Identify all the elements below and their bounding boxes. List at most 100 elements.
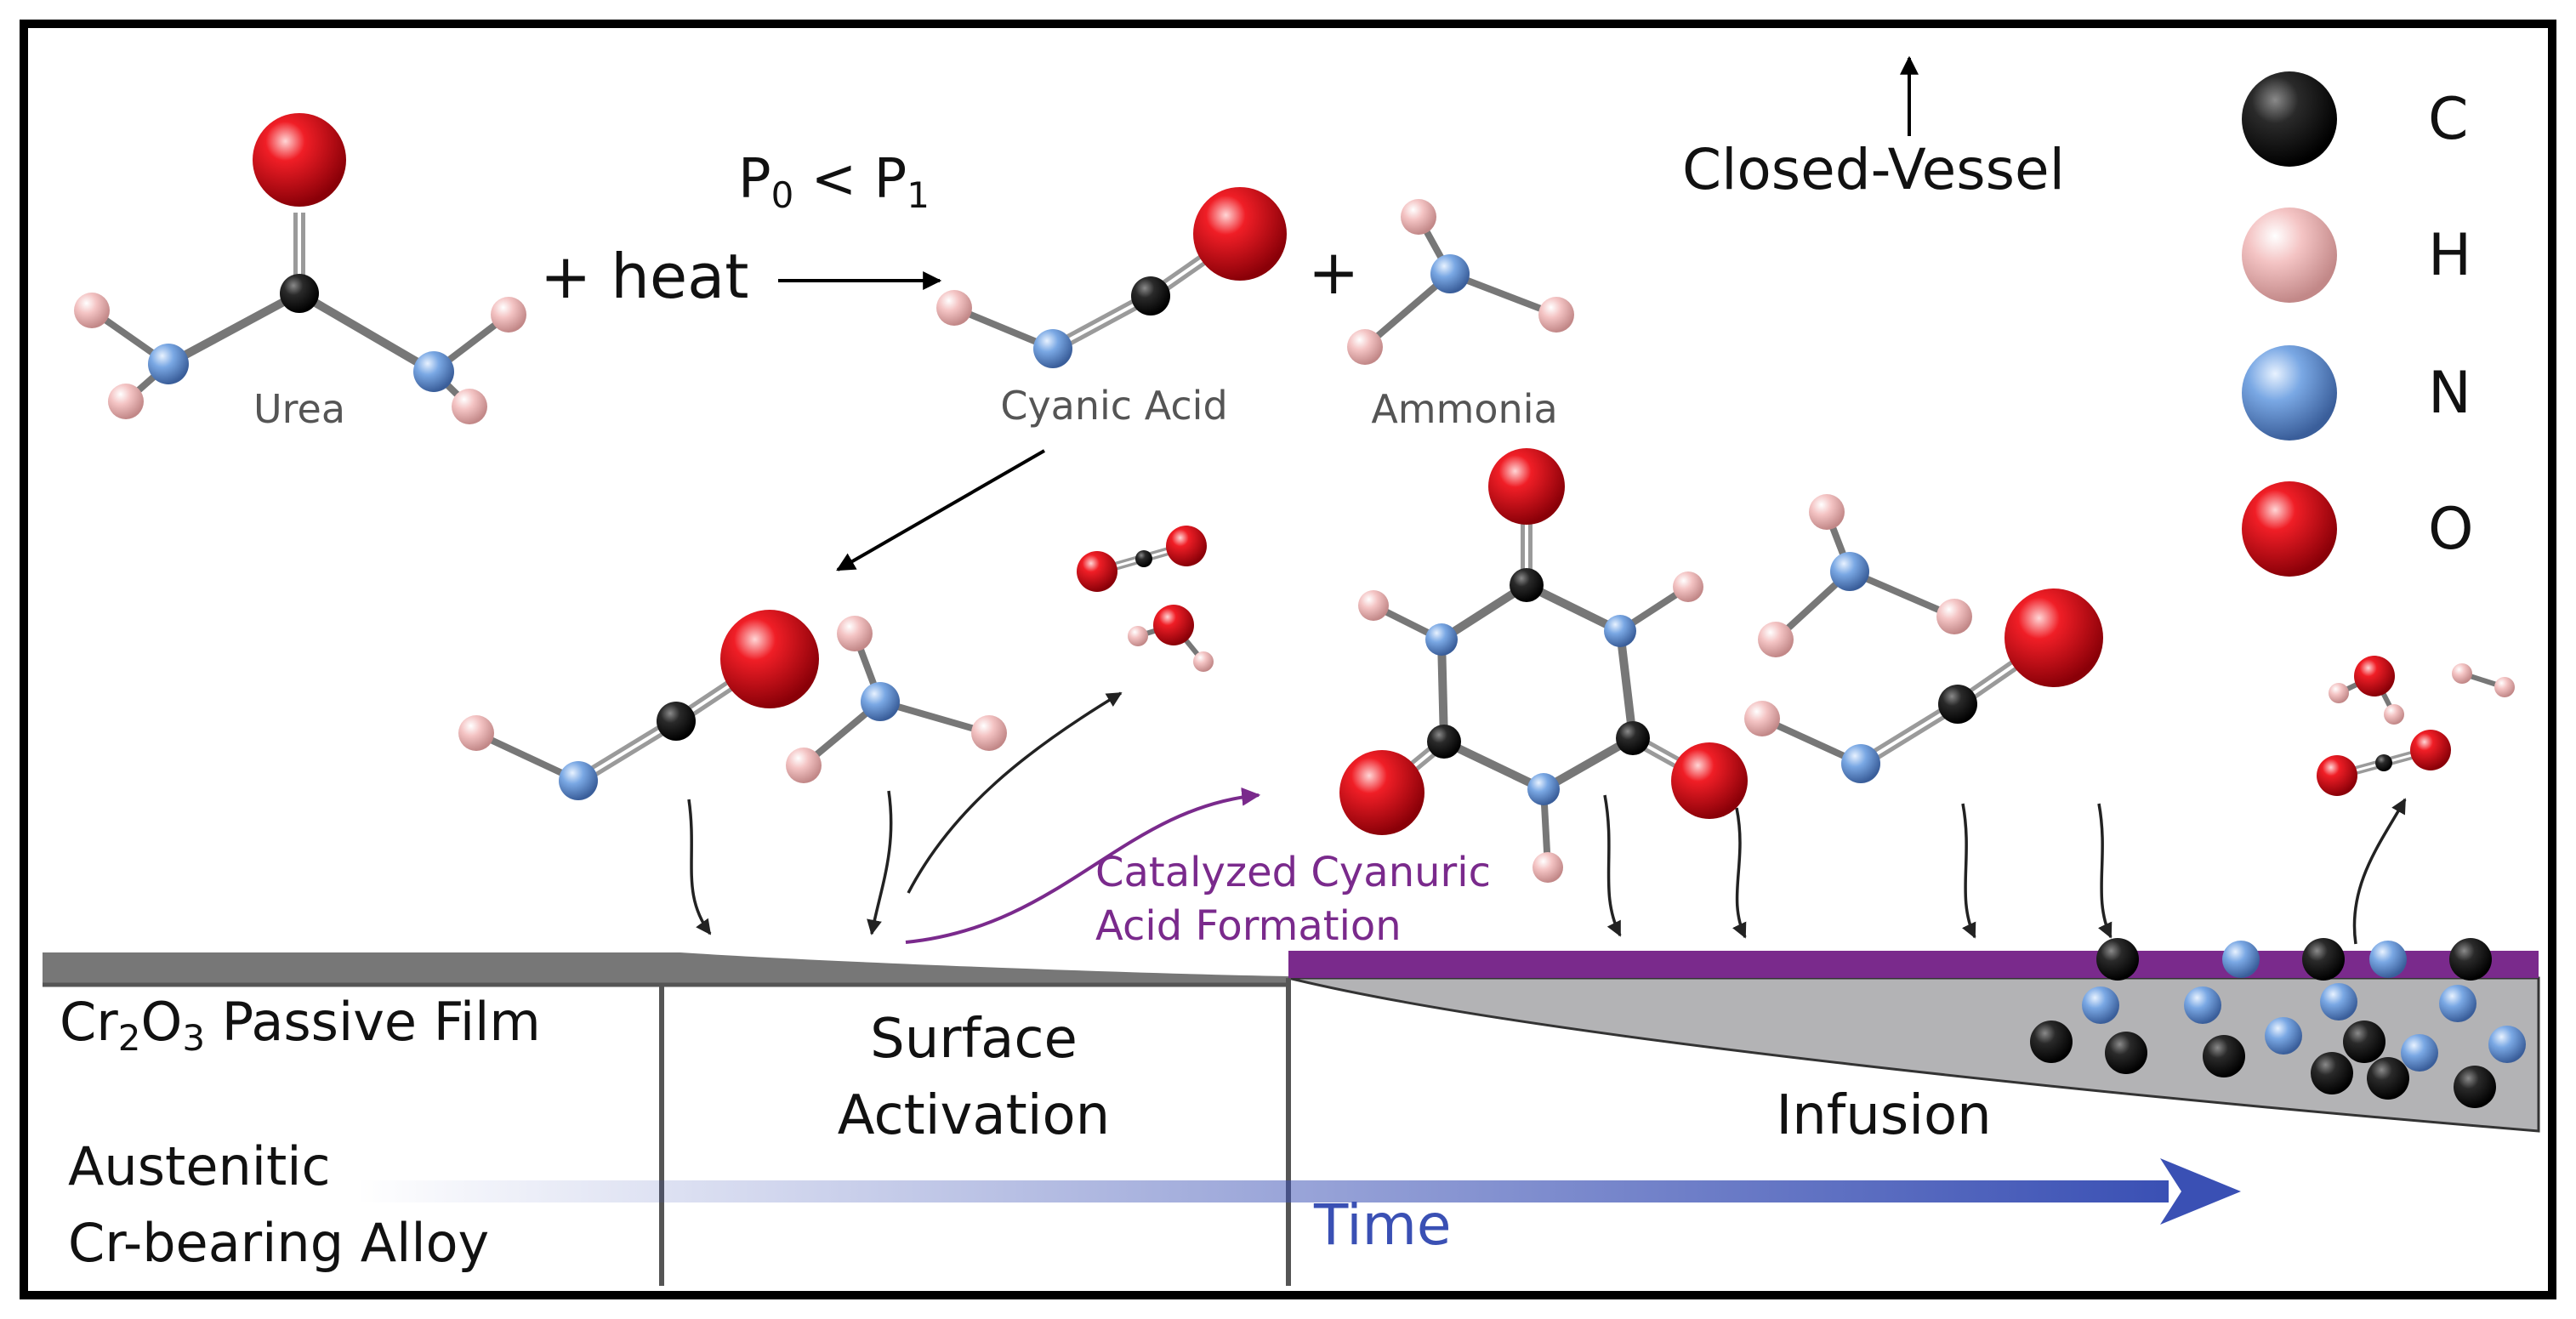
plus-label: + xyxy=(1308,236,1359,308)
interstitial-nitrogen-6 xyxy=(2401,1034,2438,1072)
activation-label-line1: Surface xyxy=(870,1008,1078,1071)
cyanic-acid-label: Cyanic Acid xyxy=(1000,383,1227,429)
surface-carbon-1 xyxy=(2096,938,2139,981)
cyanic2-nitrogen xyxy=(1841,744,1880,783)
ammonia-hydrogen-3 xyxy=(1538,297,1574,333)
cyanic1-carbon xyxy=(657,702,696,741)
cyanic1-nitrogen xyxy=(559,761,598,800)
cyanic1-oxygen xyxy=(720,610,819,708)
co2-2-oxygen-left xyxy=(2317,755,2357,796)
interstitial-carbon-2 xyxy=(2105,1032,2147,1074)
molecule-cyanuric-acid xyxy=(1339,448,1748,883)
ammonia2-hydrogen-3 xyxy=(1936,599,1972,634)
surface-nitrogen-2 xyxy=(2369,941,2407,978)
urea-hydrogen-2 xyxy=(108,384,144,419)
cyanuric-carbon-2 xyxy=(1616,721,1650,755)
co2-2-carbon xyxy=(2375,754,2392,771)
cyanuric-carbon-3 xyxy=(1427,725,1461,759)
molecule-cyanic-acid-surface-1 xyxy=(458,610,819,800)
surface-arrows xyxy=(687,691,2407,945)
ammonia2-nitrogen xyxy=(1830,552,1869,591)
alloy-label-line2: Cr-bearing Alloy xyxy=(68,1212,489,1274)
interstitial-carbon-5 xyxy=(2311,1052,2353,1094)
molecule-cyanic-acid-surface-2 xyxy=(1744,588,2103,783)
ammonia1-hydrogen-1 xyxy=(837,616,873,651)
molecule-co2-1 xyxy=(1077,526,1207,592)
co2-1-oxygen-right xyxy=(1166,526,1207,566)
interstitial-nitrogen-1 xyxy=(2082,986,2119,1024)
interstitial-carbon-7 xyxy=(2454,1066,2496,1108)
cyanuric-oxygen-top xyxy=(1488,448,1565,525)
ammonia1-hydrogen-2 xyxy=(786,748,822,783)
h2-hydrogen-2 xyxy=(2494,677,2515,697)
legend-label-o: O xyxy=(2428,496,2474,563)
interstitial-carbon-6 xyxy=(2367,1057,2409,1100)
interstitial-atoms xyxy=(2030,938,2526,1108)
water1-hydrogen-2 xyxy=(1193,651,1214,672)
urea-nitrogen-left xyxy=(148,344,189,384)
time-label: Time xyxy=(1313,1192,1452,1258)
down-arrow-5 xyxy=(1961,803,1976,939)
legend-hydrogen-atom xyxy=(2242,208,2337,303)
urea-hydrogen-3 xyxy=(491,297,526,333)
interstitial-carbon-1 xyxy=(2030,1021,2073,1063)
legend: C H N O xyxy=(2242,71,2474,577)
down-arrow-2 xyxy=(867,790,893,935)
cyanic2-hydrogen xyxy=(1744,701,1780,736)
cyanic-nitrogen xyxy=(1033,329,1072,368)
cyanuric-oxygen-left xyxy=(1339,750,1424,835)
infused-zone xyxy=(1288,976,2540,1133)
legend-carbon-atom xyxy=(2242,71,2337,167)
urea-nitrogen-right xyxy=(413,351,454,392)
time-arrow xyxy=(357,1158,2241,1225)
co2-1-carbon xyxy=(1135,550,1152,567)
surface-carbon-2 xyxy=(2302,938,2345,981)
molecule-water-2 xyxy=(2329,656,2404,725)
interstitial-nitrogen-2 xyxy=(2184,986,2221,1024)
alloy-label-line1: Austenitic xyxy=(68,1135,331,1197)
water2-hydrogen-1 xyxy=(2329,683,2349,703)
down-arrow-4 xyxy=(1732,807,1747,939)
ammonia-hydrogen-1 xyxy=(1401,199,1436,235)
ammonia1-nitrogen xyxy=(861,682,900,721)
ammonia2-hydrogen-1 xyxy=(1809,494,1845,530)
surface-carbon-3 xyxy=(2449,938,2492,981)
legend-label-n: N xyxy=(2428,360,2471,427)
catalyzed-arrow xyxy=(905,787,1261,944)
decomposition-arrow xyxy=(836,449,1045,571)
molecule-ammonia-surface-2 xyxy=(1758,494,1972,657)
interstitial-carbon-4 xyxy=(2343,1021,2386,1063)
legend-nitrogen-atom xyxy=(2242,345,2337,441)
passive-film-label: Cr2O3 Passive Film xyxy=(60,991,541,1059)
urea-hydrogen-4 xyxy=(452,389,487,424)
heat-label: + heat xyxy=(540,241,749,312)
infusion-label: Infusion xyxy=(1776,1084,1991,1147)
cyanic-oxygen xyxy=(1193,187,1287,281)
urea-oxygen xyxy=(253,113,346,207)
down-arrow-3 xyxy=(1603,794,1622,937)
cyanuric-hydrogen-2 xyxy=(1673,571,1703,602)
interstitial-nitrogen-3 xyxy=(2320,983,2357,1021)
molecule-ammonia xyxy=(1347,199,1574,365)
cyanuric-carbon-1 xyxy=(1510,568,1544,602)
closed-vessel-label: Closed-Vessel xyxy=(1682,137,2065,202)
cyanuric-nitrogen-1 xyxy=(1604,615,1636,647)
down-arrow-6 xyxy=(2097,803,2113,939)
cyanuric-oxygen-right xyxy=(1671,742,1748,819)
ammonia-nitrogen xyxy=(1430,254,1470,293)
pressure-inequality: P0 < P1 xyxy=(738,148,930,216)
legend-label-h: H xyxy=(2428,222,2471,289)
cyanic-hydrogen xyxy=(936,290,972,326)
molecule-hydrogen-gas xyxy=(2452,663,2515,697)
interstitial-carbon-3 xyxy=(2203,1035,2245,1077)
molecule-cyanic-acid xyxy=(936,187,1287,368)
water2-oxygen xyxy=(2354,656,2395,696)
catalyzed-label-line2: Acid Formation xyxy=(1095,902,1402,950)
water1-oxygen xyxy=(1153,605,1194,645)
cyanuric-nitrogen-3 xyxy=(1425,623,1458,656)
up-arrow-products xyxy=(2352,798,2407,945)
molecule-water-1 xyxy=(1128,605,1214,672)
catalyzed-label-line1: Catalyzed Cyanuric xyxy=(1095,849,1491,896)
interstitial-nitrogen-4 xyxy=(2439,985,2476,1022)
urea-label: Urea xyxy=(253,386,345,432)
